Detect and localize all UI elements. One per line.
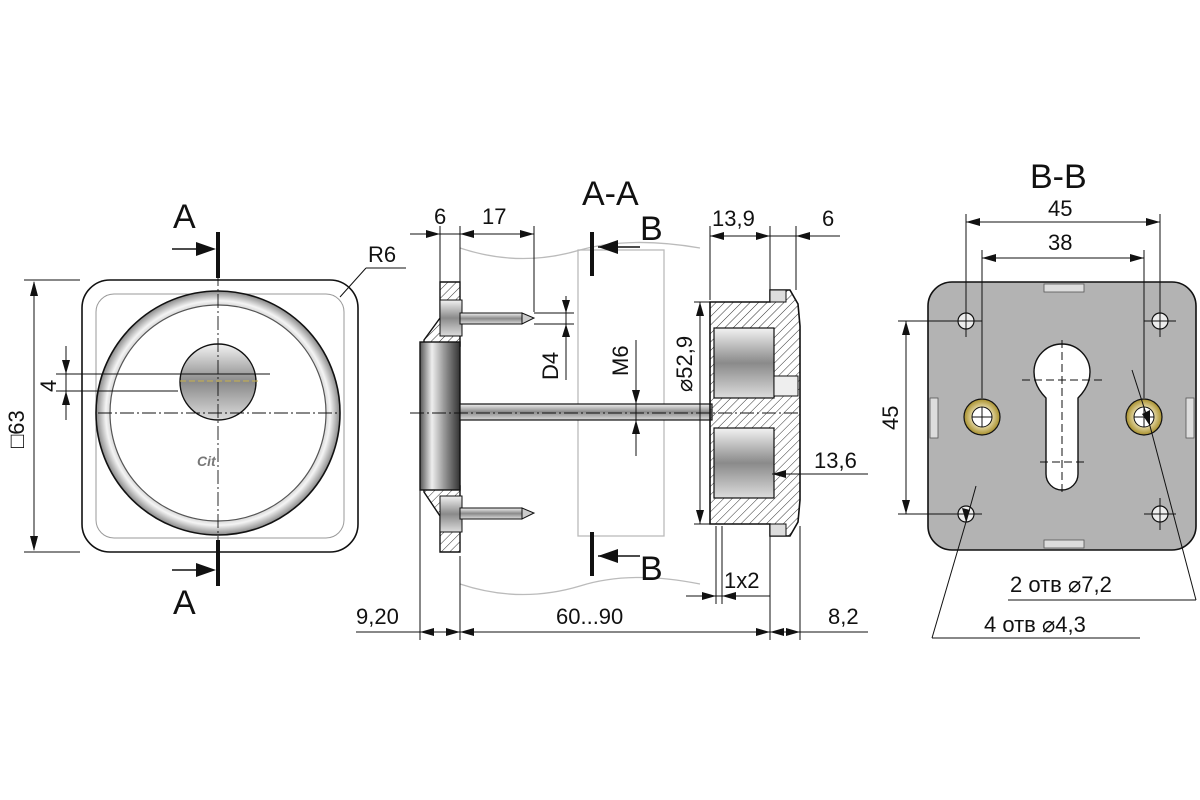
section-title-a-a: A-A <box>582 175 639 213</box>
dim-chamfer: 1x2 <box>724 568 759 593</box>
dim-outer-spacing: 45 <box>1048 196 1072 221</box>
dim-vertical-spacing: 45 <box>878 406 903 430</box>
dim-cap-lip: 6 <box>822 206 834 231</box>
size-63-label: □63 <box>4 410 29 448</box>
pin-top <box>459 312 523 325</box>
section-mark-a-bottom: A <box>173 584 196 622</box>
cap-housing <box>709 289 801 537</box>
dim-inner-spacing: 38 <box>1048 230 1072 255</box>
dim-pin-length: 17 <box>482 204 506 229</box>
dim-door-thickness: 60...90 <box>556 604 623 629</box>
dim-cap-height: 13,6 <box>814 448 857 473</box>
dim-cap-diameter: ⌀52,9 <box>672 336 697 392</box>
pin-bottom <box>459 507 523 520</box>
cylinder-body <box>419 341 461 491</box>
section-view: A-A B B <box>356 175 868 640</box>
dim-left-plate: 9,20 <box>356 604 399 629</box>
front-view: Cit A A R6 □63 4 <box>4 198 406 622</box>
section-mark-b-bottom: B <box>640 550 663 588</box>
dim-thread: M6 <box>608 345 633 376</box>
shaft <box>459 403 713 421</box>
section-mark-b-top: B <box>640 210 663 248</box>
holes-large-callout: 2 отв ⌀7,2 <box>1010 572 1112 597</box>
offset-4-label: 4 <box>36 380 61 392</box>
dim-right-plate: 8,2 <box>828 604 859 629</box>
section-mark-a-top: A <box>173 198 196 236</box>
back-view: B-B <box>878 158 1197 639</box>
radius-label: R6 <box>368 242 396 267</box>
section-title-b-b: B-B <box>1030 158 1087 196</box>
dim-cap-depth: 13,9 <box>712 206 755 231</box>
holes-small-callout: 4 отв ⌀4,3 <box>984 612 1086 637</box>
dim-flange-width: 6 <box>434 204 446 229</box>
dim-pin-diameter: D4 <box>538 352 563 380</box>
cap-knob <box>713 327 775 399</box>
logo-text: Cit <box>197 453 217 469</box>
